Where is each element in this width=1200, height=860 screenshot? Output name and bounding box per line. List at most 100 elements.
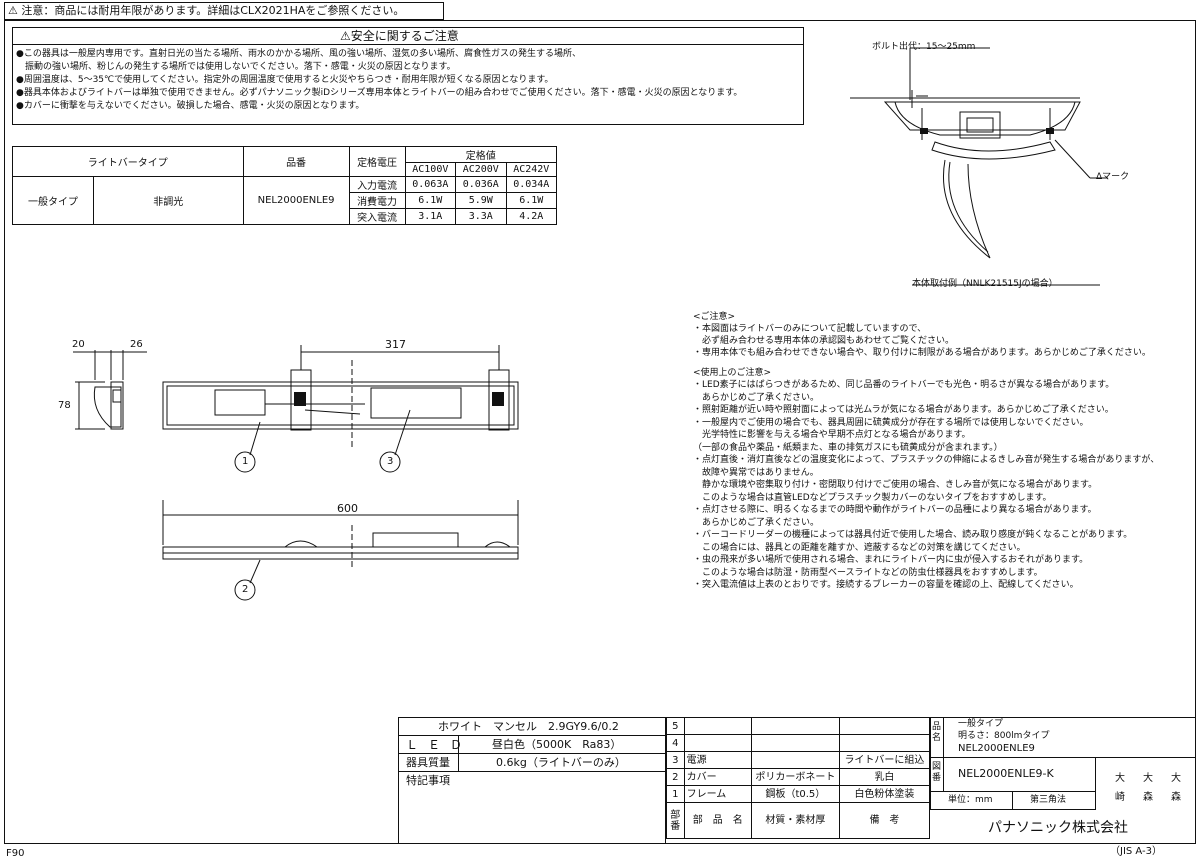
part-name: フレーム xyxy=(683,785,752,803)
parts-table: 5 4 3 電源 ライトバーに組込 2 カバー ポリカーボネート 乳白 1 フレ… xyxy=(666,717,931,839)
spec-value: 3.1A xyxy=(404,208,457,225)
spec-value: 4.2A xyxy=(505,208,557,225)
mounting-example-drawing xyxy=(850,47,1108,286)
stamp: 森 xyxy=(1171,792,1181,803)
dim-317-label: 317 xyxy=(385,338,406,351)
dim-600-label: 600 xyxy=(337,502,358,515)
terminal-inner xyxy=(966,117,994,133)
notes-line: ・LED素子にはばらつきがあるため、同じ品番のライトバーでも光色・明るさが異なる… xyxy=(693,380,1115,390)
tb-stamps: 大大大 崎森森 xyxy=(1106,766,1192,804)
spec-table: ライトバータイプ 品番 定格電圧 定格値 AC100V AC200V AC242… xyxy=(12,146,558,225)
tb-zuban-label: 図番 xyxy=(932,762,942,783)
col-no: 部番 xyxy=(666,802,685,839)
base-body xyxy=(883,101,1081,131)
notes-line: ・一般屋内でご使用の場合でも、器具周囲に硫黄成分が存在する場所では使用しないでく… xyxy=(693,417,1089,428)
notes-line: ・点灯直後・消灯直後などの温度変化によって、プラスチックの伸縮によるきしみ音が発… xyxy=(693,455,1160,465)
side-section-cover xyxy=(93,386,122,428)
tb-unit-box xyxy=(930,792,1096,810)
tb-led-value: 昼白色（5000K Ra83） xyxy=(492,738,622,751)
tb-company: パナソニック株式会社 xyxy=(988,820,1128,836)
row-num: 2 xyxy=(666,768,685,786)
spec-value: 6.1W xyxy=(404,192,457,209)
stamp: 森 xyxy=(1143,792,1153,803)
notes-line: （一部の食品や薬品・紙類また、車の排気ガスにも硫黄成分が含まれます。） xyxy=(693,442,1003,453)
tb-weight-label: 器具質量 xyxy=(406,756,450,769)
safety-line: 振動の強い場所、粉じんの発生する場所では使用しないでください。落下・感電・火災の… xyxy=(16,62,456,72)
cover-swing-inner xyxy=(948,161,989,253)
callout-2-leader xyxy=(249,559,261,584)
notes-section: <ご注意> ・本図面はライトバーのみについて記載していますので、 必ず組み合わせ… xyxy=(693,312,1159,593)
front-clip xyxy=(484,541,511,548)
callout-1 xyxy=(234,451,256,473)
part-note: 乳白 xyxy=(838,768,931,786)
tb-weight-value: 0.6kg（ライトバーのみ） xyxy=(496,756,626,769)
bolt-nut xyxy=(920,128,928,134)
hinmei-line: 一般タイプ xyxy=(958,719,1004,729)
part-material: ポリカーボネート xyxy=(750,768,840,786)
notes-line: ・専用本体でも組み合わせできない場合や、取り付けに制限がある場合があります。あら… xyxy=(693,348,1151,358)
part-name: 電源 xyxy=(683,751,752,769)
footer-left: F90 xyxy=(6,848,25,859)
hinmei-line: NEL2000ENLE9 xyxy=(958,743,1035,754)
tb-angle: 第三角法 xyxy=(1030,795,1067,805)
callout-1-label: 1 xyxy=(242,456,249,467)
mount-caption: 本体取付例（NNLK21515Jの場合） xyxy=(912,279,1058,289)
notes-line: ・突入電流値は上表のとおりです。接続するブレーカーの容量を確認の上、配線してくだ… xyxy=(693,580,1079,590)
notes-line: ・バーコードリーダーの機種によっては器具付近で使用した場合、読み取り感度が鈍くな… xyxy=(693,530,1133,540)
notes-line: このような場合は防湿・防雨型ベースライトなどの防虫仕様器具をおすすめします。 xyxy=(693,567,1043,578)
spec-row-label: 突入電流 xyxy=(348,208,406,225)
tb-zuban-label-cell xyxy=(930,758,944,792)
callout-3 xyxy=(379,451,401,473)
power-unit xyxy=(370,387,462,419)
cover-swing xyxy=(943,159,991,259)
side-section-frame xyxy=(110,381,124,430)
part-note: 白色粉体塗装 xyxy=(838,785,931,803)
tb-hinmei-box xyxy=(930,717,1196,758)
part-name: カバー xyxy=(683,768,752,786)
safety-box xyxy=(12,27,804,125)
safety-title-bar xyxy=(12,27,804,45)
safety-line: ●この器具は一般屋内専用です。直射日光の当たる場所、雨水のかかる場所、風の強い場… xyxy=(16,49,581,59)
spec-header-rated: 定格値 xyxy=(404,146,558,163)
notes-line: 必ず組み合わせる専用本体の承認図もあわせてご覧ください。 xyxy=(693,336,955,346)
spec-voltage: AC242V xyxy=(505,162,557,177)
tb-divider xyxy=(458,736,459,772)
col-note: 備 考 xyxy=(838,802,931,839)
tb-unit-divider xyxy=(1012,792,1013,810)
tb-color-label: ホワイト マンセル 2.9GY9.6/0.2 xyxy=(438,720,619,733)
spec-part: NEL2000ENLE9 xyxy=(242,176,350,225)
notes-line: ・虫の飛来が多い場所で使用される場合、まれにライトバー内に虫が侵入するおそれがあ… xyxy=(693,555,1089,565)
col-material: 材質・素材厚 xyxy=(750,802,840,839)
notes-line: ・本図面はライトバーのみについて記載していますので、 xyxy=(693,324,927,334)
notes-line: この場合には、器具との距離を離すか、遮蔽するなどの対策を講じてください。 xyxy=(693,542,1026,553)
tb-row-weight xyxy=(398,754,666,772)
spec-voltage: AC200V xyxy=(455,162,507,177)
tb-row-color xyxy=(398,717,666,736)
notes-line: 光学特性に影響を与える場合や早期不点灯となる場合があります。 xyxy=(693,430,971,440)
notes-line: あらかじめご了承ください。 xyxy=(693,392,820,403)
notes-line: ・照射距離が近い時や照射面によっては光ムラが気になる場合があります。あらかじめご… xyxy=(693,405,1114,415)
spec-value: 0.063A xyxy=(404,176,457,193)
callout-2 xyxy=(234,579,256,601)
body-curve xyxy=(894,101,1076,136)
front-power-unit xyxy=(372,532,459,548)
tb-hinmei: 一般タイプ 明るさ：800lmタイプ NEL2000ENLE9 xyxy=(958,719,1049,755)
lightbar-section xyxy=(931,141,1056,160)
row-num: 4 xyxy=(666,734,685,752)
notes-line: あらかじめご了承ください。 xyxy=(693,517,820,528)
tb-led-label: ＬＥＤ xyxy=(406,738,473,752)
callout-1-leader xyxy=(249,421,261,456)
bar-top-view xyxy=(162,381,519,430)
footer-right: （JIS A-3） xyxy=(1110,846,1163,857)
spec-dimming: 非調光 xyxy=(93,176,244,225)
bracket-wire xyxy=(304,409,361,415)
notes-head: <使用上のご注意> xyxy=(693,368,772,378)
tb-zuban-box xyxy=(930,758,1096,792)
safety-line: ●周囲温度は、5～35℃で使用してください。指定外の周囲温度で使用すると火災やち… xyxy=(16,75,554,85)
tb-hinmei-label: 品名 xyxy=(932,722,942,743)
spec-value: 3.3A xyxy=(455,208,507,225)
spec-type: 一般タイプ xyxy=(12,176,94,225)
notes-head: <ご注意> xyxy=(693,312,736,322)
bolt-label: ボルト出代：15～25mm xyxy=(872,42,976,52)
row-num: 5 xyxy=(666,717,685,735)
